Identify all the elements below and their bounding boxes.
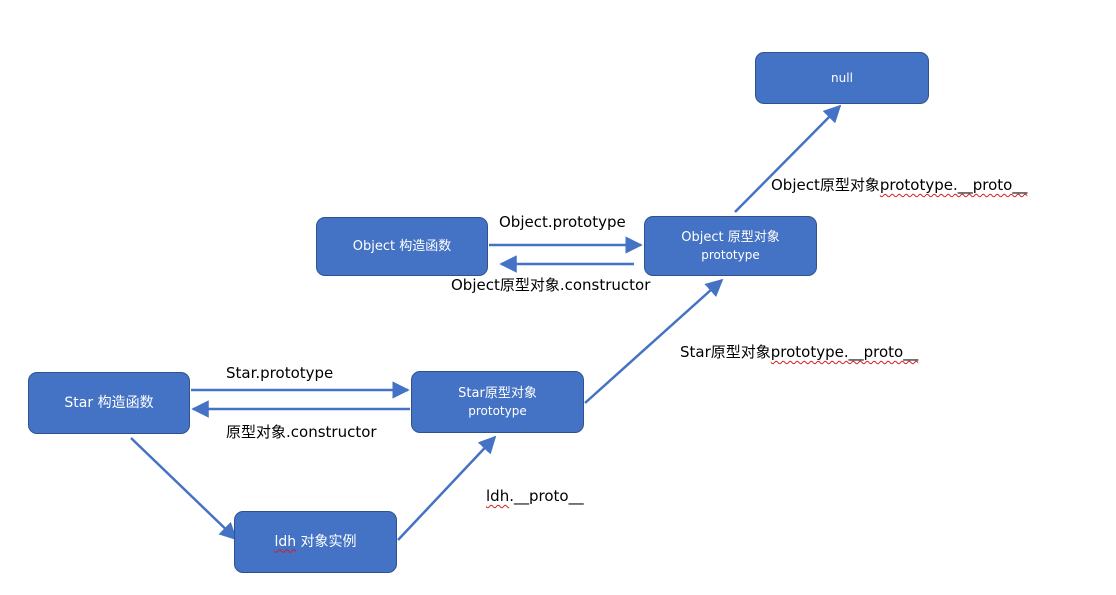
arrow-star-proto-to-object-proto <box>584 278 724 404</box>
arrow-star-to-ldh <box>130 437 238 541</box>
ldh-proto-suffix: .__proto__ <box>509 487 584 505</box>
star-constructor-back-label: 原型对象.constructor <box>226 423 377 441</box>
ldh-instance-node: ldh 对象实例 <box>234 511 397 573</box>
null-node-label: null <box>831 70 853 85</box>
star-constructor-node: Star 构造函数 <box>28 372 190 434</box>
star-prototype-sublabel: prototype <box>468 403 527 418</box>
object-prototype-link-label: Object.prototype <box>499 213 626 231</box>
arrow-object-proto-to-null <box>734 104 842 213</box>
arrow-ldh-proto <box>397 435 497 541</box>
ldh-proto-label: ldh.__proto__ <box>486 487 584 505</box>
star-proto-to-object-proto-prefix: Star原型对象 <box>680 343 771 361</box>
object-constructor-node: Object 构造函数 <box>316 217 488 276</box>
object-prototype-label: Object 原型对象 <box>681 230 780 246</box>
star-proto-to-object-proto-squig: prototype.__proto__ <box>770 343 919 361</box>
object-constructor-back-label: Object原型对象.constructor <box>451 276 651 294</box>
null-node: null <box>755 52 929 104</box>
star-proto-to-object-proto-label: Star原型对象prototype.__proto__ <box>680 341 918 362</box>
star-prototype-link-label: Star.prototype <box>226 364 334 382</box>
ldh-instance-label: ldh 对象实例 <box>274 533 356 552</box>
object-constructor-label: Object 构造函数 <box>352 238 452 254</box>
ldh-proto-squig: ldh <box>486 487 510 505</box>
object-prototype-sublabel: prototype <box>701 247 760 262</box>
star-prototype-label: Star原型对象 <box>458 386 537 402</box>
object-proto-to-null-label: Object原型对象prototype.__proto__ <box>771 174 1027 195</box>
object-proto-to-null-prefix: Object原型对象 <box>771 176 880 194</box>
ldh-instance-suffix: 对象实例 <box>296 533 357 550</box>
star-prototype-node: Star原型对象 prototype <box>411 371 584 433</box>
ldh-instance-name: ldh <box>274 533 297 550</box>
object-prototype-node: Object 原型对象 prototype <box>644 216 817 276</box>
object-proto-to-null-squig: prototype.__proto__ <box>879 176 1028 194</box>
star-constructor-label: Star 构造函数 <box>64 394 154 411</box>
